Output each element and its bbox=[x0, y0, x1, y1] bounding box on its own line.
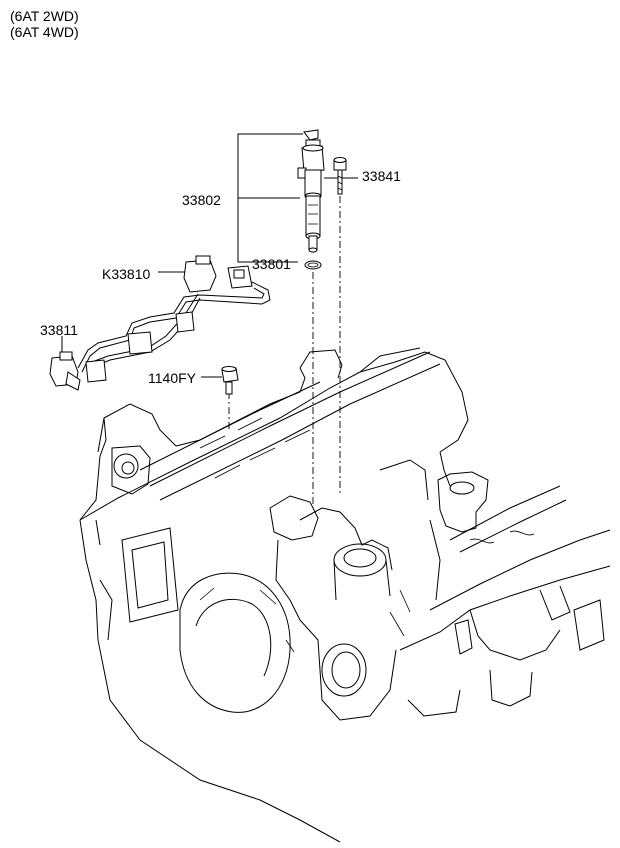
part-number-33811: 33811 bbox=[40, 322, 78, 338]
part-number-k33810: K33810 bbox=[102, 266, 151, 282]
mount-bolt-icon bbox=[222, 367, 238, 395]
engine-block bbox=[80, 348, 610, 842]
part-number-33801: 33801 bbox=[252, 256, 291, 272]
variant-label-2wd: (6AT 2WD) bbox=[10, 8, 79, 24]
fuel-injector-icon bbox=[298, 130, 324, 252]
part-number-33841: 33841 bbox=[362, 168, 401, 184]
part-number-1140fy: 1140FY bbox=[148, 370, 196, 386]
part-number-33802: 33802 bbox=[182, 192, 221, 208]
bolt-icon bbox=[334, 158, 346, 195]
o-ring-icon bbox=[305, 261, 321, 269]
wiring-harness-icon bbox=[78, 256, 270, 382]
connector-icon bbox=[50, 352, 80, 390]
variant-label-4wd: (6AT 4WD) bbox=[10, 24, 79, 40]
